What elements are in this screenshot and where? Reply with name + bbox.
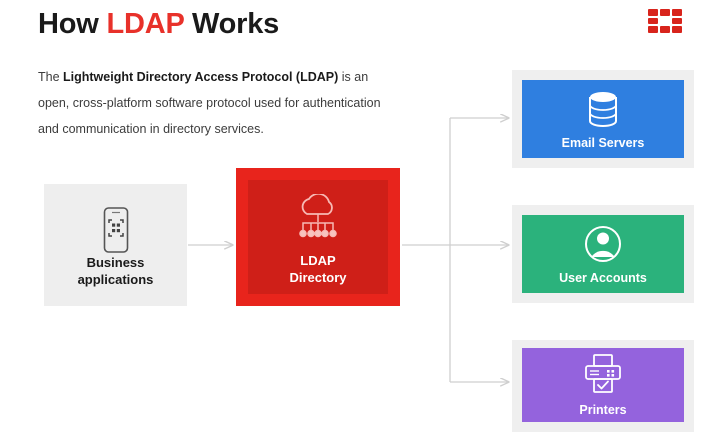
node-user-accounts[interactable]: User Accounts xyxy=(522,215,684,293)
node-ldap-directory[interactable]: LDAP Directory xyxy=(236,168,400,306)
node-label-printers: Printers xyxy=(579,403,627,417)
smartphone-apps-icon xyxy=(101,206,131,259)
cloud-directory-tree-icon xyxy=(290,192,346,247)
node-email-servers[interactable]: Email Servers xyxy=(522,80,684,158)
red-grid-logo xyxy=(648,9,682,33)
title-part-2: Works xyxy=(184,8,280,40)
node-label-ldap-directory: LDAP Directory xyxy=(236,252,400,286)
intro-rest: is an open, cross-platform software prot… xyxy=(38,70,381,136)
label-line-1: Business xyxy=(86,255,145,270)
label-line-1: LDAP xyxy=(300,253,336,268)
logo-cell xyxy=(648,17,658,25)
label-line-2: applications xyxy=(77,272,154,287)
logo-cell xyxy=(648,26,658,33)
printer-icon xyxy=(579,352,627,403)
label-line-2: Directory xyxy=(289,270,347,285)
logo-cell xyxy=(672,9,682,16)
logo-cell xyxy=(660,9,670,16)
database-cylinder-icon xyxy=(582,88,624,137)
logo-cell xyxy=(672,26,682,33)
node-business-applications[interactable]: Business applications xyxy=(44,184,187,306)
node-label-email-servers: Email Servers xyxy=(561,136,645,150)
logo-cell xyxy=(672,17,682,25)
title-part-1: How xyxy=(38,8,107,40)
intro-bold-term: Lightweight Directory Access Protocol (L… xyxy=(63,70,339,84)
title-accent: LDAP xyxy=(106,8,185,40)
intro-paragraph: The Lightweight Directory Access Protoco… xyxy=(38,64,398,142)
logo-cell xyxy=(648,9,658,16)
logo-cell xyxy=(660,26,670,33)
node-label-user-accounts: User Accounts xyxy=(559,271,647,285)
intro-lead: The xyxy=(38,70,64,84)
user-avatar-circle-icon xyxy=(581,221,625,272)
node-label-business-applications: Business applications xyxy=(44,254,187,288)
page-title: How LDAP Works xyxy=(38,8,279,41)
node-printers[interactable]: Printers xyxy=(522,348,684,422)
logo-cell-blank xyxy=(660,18,670,25)
